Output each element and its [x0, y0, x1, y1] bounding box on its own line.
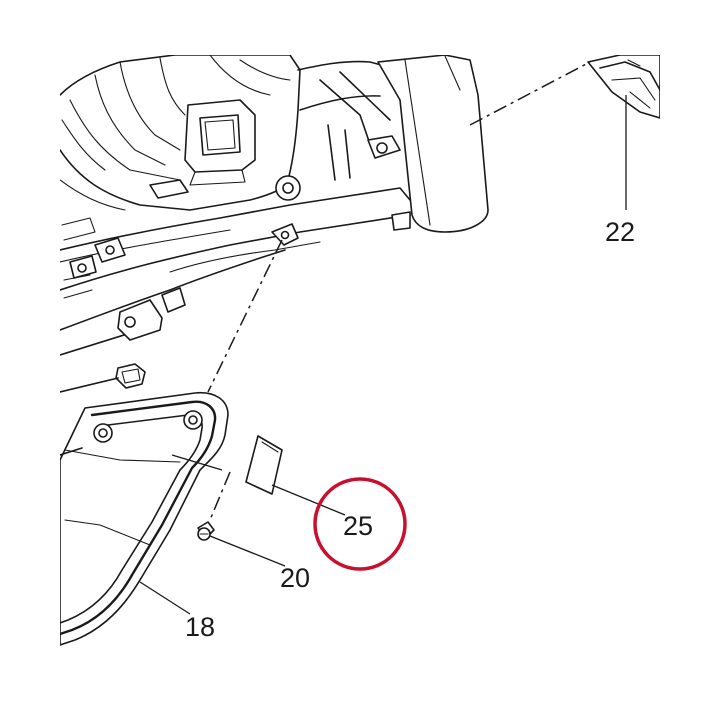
assembly-axis-20 [209, 471, 231, 521]
part-label-20: 20 [280, 563, 310, 593]
leader-25 [271, 484, 346, 516]
leader-20 [209, 535, 286, 567]
leader-18 [139, 581, 191, 615]
part-25-pad [245, 435, 283, 495]
part-label-22: 22 [605, 217, 635, 247]
frame-assembly [60, 55, 489, 356]
assembly-axis-22 [469, 61, 591, 126]
part-label-18: 18 [185, 612, 215, 642]
part-label-25: 25 [343, 511, 373, 541]
assembly-axis-18 [207, 239, 283, 393]
part-22-assembly [587, 55, 660, 119]
part-18-side-cover [60, 363, 229, 646]
highlight-circle [313, 477, 407, 571]
part-20-screw [197, 521, 215, 541]
